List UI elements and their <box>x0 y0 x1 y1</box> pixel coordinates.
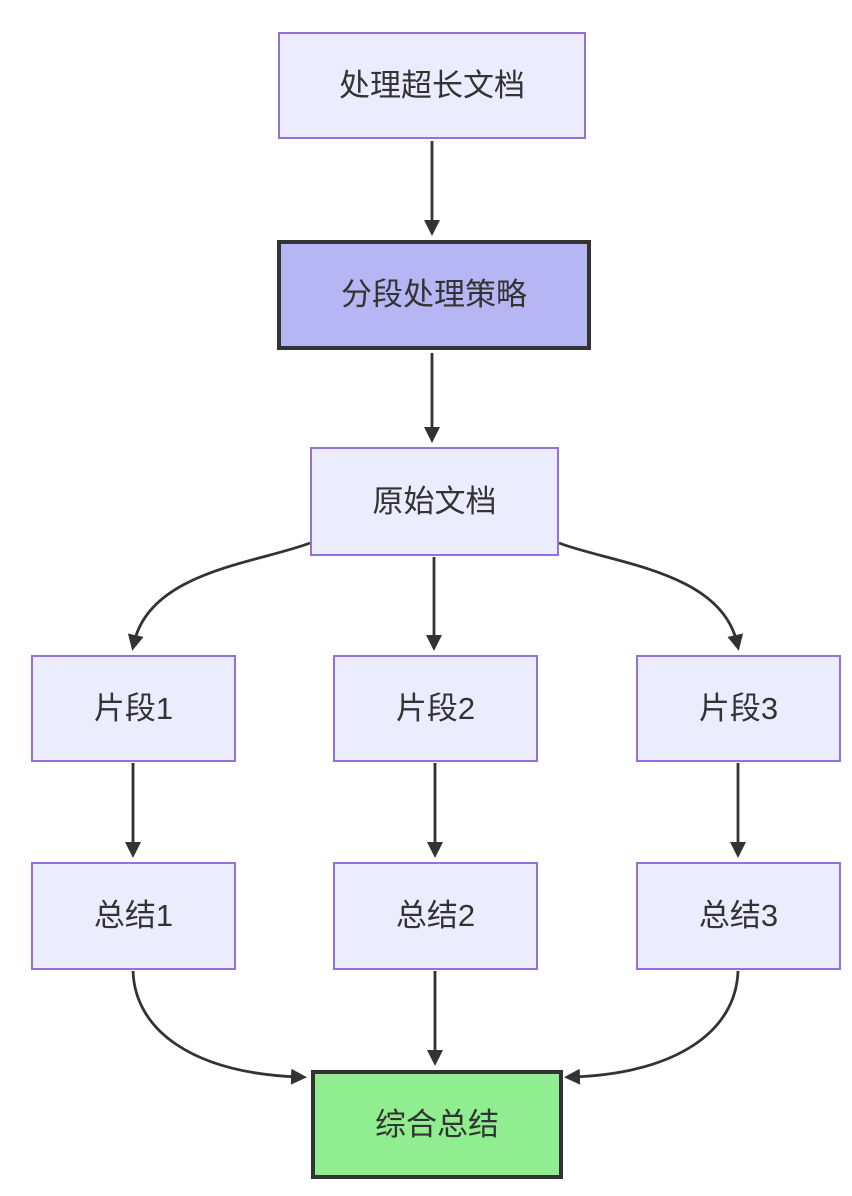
node-chunk3: 片段3 <box>636 655 841 762</box>
node-strategy-label: 分段处理策略 <box>341 277 527 313</box>
node-summary1: 总结1 <box>31 862 236 970</box>
node-summary2-label: 总结2 <box>395 898 476 934</box>
node-start: 处理超长文档 <box>278 32 586 139</box>
edge-summary1-final <box>131 970 307 1085</box>
node-doc-label: 原始文档 <box>372 483 497 519</box>
node-start-label: 处理超长文档 <box>339 67 525 103</box>
node-chunk1-label: 片段1 <box>93 690 174 726</box>
node-summary3: 总结3 <box>636 862 841 970</box>
node-chunk3-label: 片段3 <box>698 690 779 726</box>
node-summary1-label: 总结1 <box>93 898 174 934</box>
node-summary3-label: 总结3 <box>698 898 779 934</box>
node-doc: 原始文档 <box>310 447 559 556</box>
node-chunk2-label: 片段2 <box>395 690 476 726</box>
node-final: 综合总结 <box>311 1070 563 1179</box>
node-chunk1: 片段1 <box>31 655 236 762</box>
edge-doc-chunk3 <box>558 541 744 651</box>
node-strategy: 分段处理策略 <box>277 240 591 350</box>
node-summary2: 总结2 <box>333 862 538 970</box>
node-final-label: 综合总结 <box>375 1106 499 1142</box>
edge-doc-chunk1 <box>127 541 311 651</box>
node-chunk2: 片段2 <box>333 655 538 762</box>
edge-summary3-final <box>564 970 740 1085</box>
